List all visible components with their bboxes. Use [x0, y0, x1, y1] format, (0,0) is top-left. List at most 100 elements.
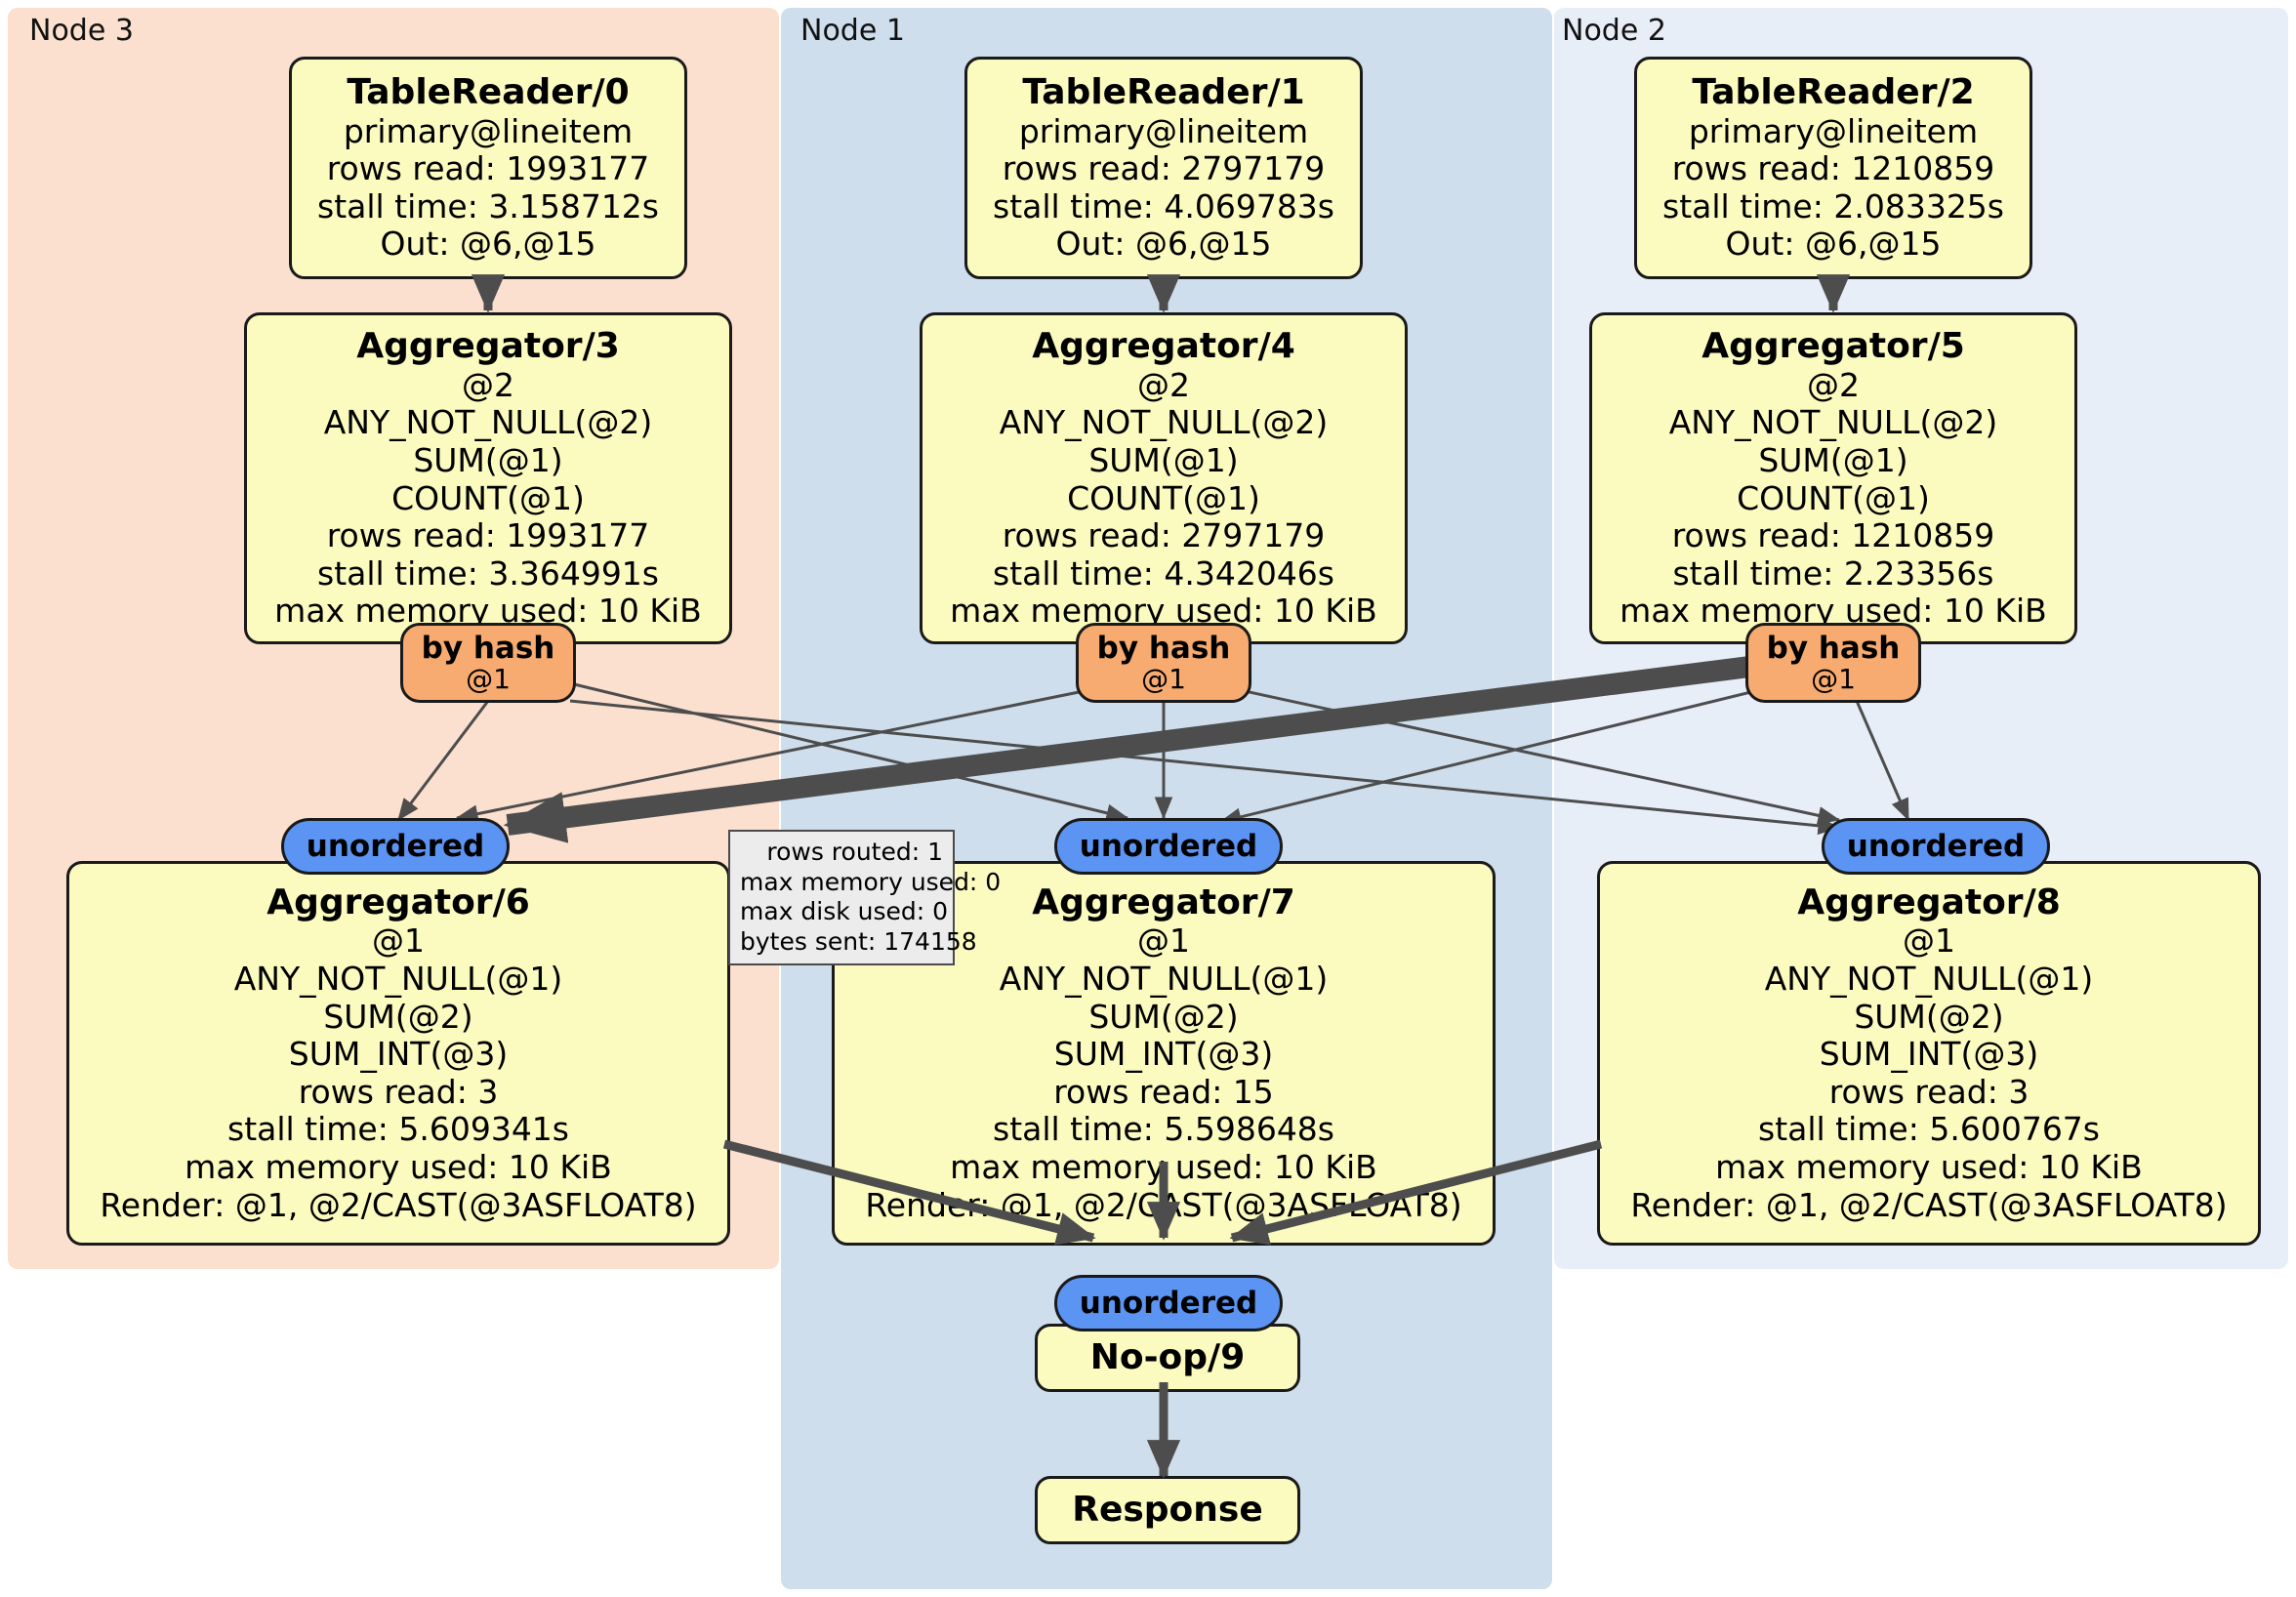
receiver-unordered-node2-label: unordered [1846, 828, 2026, 864]
receiver-unordered-final[interactable]: unordered [1054, 1275, 1283, 1331]
aggregator-6-func-3: SUM_INT(@3) [288, 1035, 509, 1074]
router-by-hash-node2-column: @1 [1811, 662, 1856, 695]
aggregator-4-title: Aggregator/4 [1032, 325, 1295, 366]
tooltip-rows-routed: rows routed: 1 [766, 838, 943, 866]
table-reader-1[interactable]: TableReader/1 primary@lineitem rows read… [964, 57, 1363, 279]
aggregator-6-func-2: SUM(@2) [323, 997, 473, 1036]
table-reader-0[interactable]: TableReader/0 primary@lineitem rows read… [289, 57, 687, 279]
aggregator-7-title: Aggregator/7 [1032, 881, 1295, 922]
table-reader-0-rows-read: rows read: 1993177 [326, 149, 650, 188]
receiver-unordered-node1-label: unordered [1079, 828, 1258, 864]
table-reader-0-table: primary@lineitem [343, 111, 634, 150]
table-reader-2-out: Out: @6,@15 [1725, 225, 1942, 264]
aggregator-5[interactable]: Aggregator/5 @2 ANY_NOT_NULL(@2) SUM(@1)… [1589, 312, 2077, 644]
router-by-hash-node1-label: by hash [1096, 630, 1231, 666]
router-by-hash-node3[interactable]: by hash @1 [400, 623, 576, 703]
aggregator-8-func-1: ANY_NOT_NULL(@1) [1764, 960, 2094, 999]
table-reader-0-title: TableReader/0 [347, 71, 630, 112]
aggregator-4-stall-time: stall time: 4.342046s [993, 553, 1334, 593]
node-region-label-node3: Node 3 [29, 14, 134, 48]
aggregator-4-rows-read: rows read: 2797179 [1002, 516, 1326, 555]
aggregator-4[interactable]: Aggregator/4 @2 ANY_NOT_NULL(@2) SUM(@1)… [920, 312, 1408, 644]
router-by-hash-node1-column: @1 [1141, 662, 1186, 695]
aggregator-6-render: Render: @1, @2/CAST(@3ASFLOAT8) [100, 1185, 697, 1224]
aggregator-6[interactable]: Aggregator/6 @1 ANY_NOT_NULL(@1) SUM(@2)… [66, 861, 730, 1246]
router-by-hash-node2-label: by hash [1766, 630, 1901, 666]
tooltip-bytes-sent: bytes sent: 174158 [740, 926, 977, 956]
node-region-label-node1: Node 1 [800, 14, 905, 48]
aggregator-3-func-1: ANY_NOT_NULL(@2) [323, 403, 653, 442]
aggregator-8-title: Aggregator/8 [1797, 881, 2061, 922]
aggregator-6-title: Aggregator/6 [266, 881, 530, 922]
aggregator-7-func-3: SUM_INT(@3) [1053, 1035, 1274, 1074]
stream-stats-tooltip: rows routed: 1 max memory used: 0 max di… [728, 830, 1002, 965]
aggregator-7-group: @1 [1137, 921, 1190, 961]
aggregator-7-rows-read: rows read: 15 [1053, 1072, 1274, 1111]
aggregator-7-render: Render: @1, @2/CAST(@3ASFLOAT8) [865, 1185, 1462, 1224]
router-by-hash-node2[interactable]: by hash @1 [1745, 623, 1921, 703]
aggregator-5-rows-read: rows read: 1210859 [1671, 516, 1995, 555]
aggregator-6-func-1: ANY_NOT_NULL(@1) [233, 960, 563, 999]
aggregator-5-func-1: ANY_NOT_NULL(@2) [1668, 403, 1998, 442]
aggregator-4-group: @2 [1137, 365, 1190, 404]
aggregator-3-title: Aggregator/3 [356, 325, 620, 366]
table-reader-1-table: primary@lineitem [1018, 111, 1309, 150]
table-reader-0-stall-time: stall time: 3.158712s [317, 186, 659, 225]
aggregator-8[interactable]: Aggregator/8 @1 ANY_NOT_NULL(@1) SUM(@2)… [1597, 861, 2261, 1246]
table-reader-1-rows-read: rows read: 2797179 [1002, 149, 1326, 188]
aggregator-4-func-3: COUNT(@1) [1067, 478, 1260, 517]
response-node-title: Response [1072, 1490, 1263, 1531]
aggregator-7-stall-time: stall time: 5.598648s [993, 1110, 1334, 1149]
table-reader-1-title: TableReader/1 [1022, 71, 1305, 112]
aggregator-5-group: @2 [1807, 365, 1860, 404]
table-reader-2-stall-time: stall time: 2.083325s [1662, 186, 2004, 225]
aggregator-3-func-3: COUNT(@1) [391, 478, 585, 517]
table-reader-2-table: primary@lineitem [1688, 111, 1979, 150]
aggregator-6-rows-read: rows read: 3 [298, 1072, 499, 1111]
table-reader-1-out: Out: @6,@15 [1055, 225, 1272, 264]
aggregator-4-func-2: SUM(@1) [1088, 440, 1239, 479]
aggregator-8-rows-read: rows read: 3 [1828, 1072, 2030, 1111]
aggregator-3-group: @2 [462, 365, 514, 404]
aggregator-5-func-2: SUM(@1) [1758, 440, 1908, 479]
table-reader-2-title: TableReader/2 [1692, 71, 1975, 112]
receiver-unordered-node1[interactable]: unordered [1054, 818, 1283, 875]
aggregator-7-max-memory: max memory used: 10 KiB [950, 1148, 1377, 1187]
receiver-unordered-node3[interactable]: unordered [281, 818, 510, 875]
aggregator-3-rows-read: rows read: 1993177 [326, 516, 650, 555]
no-op-9[interactable]: No-op/9 [1035, 1324, 1300, 1392]
router-by-hash-node3-label: by hash [421, 630, 555, 666]
receiver-unordered-node3-label: unordered [306, 828, 485, 864]
table-reader-2-rows-read: rows read: 1210859 [1671, 149, 1995, 188]
table-reader-1-stall-time: stall time: 4.069783s [993, 186, 1334, 225]
aggregator-8-max-memory: max memory used: 10 KiB [1715, 1148, 2143, 1187]
aggregator-8-func-3: SUM_INT(@3) [1819, 1035, 2039, 1074]
aggregator-8-func-2: SUM(@2) [1854, 997, 2004, 1036]
response-node[interactable]: Response [1035, 1476, 1300, 1544]
aggregator-5-title: Aggregator/5 [1702, 325, 1965, 366]
aggregator-7-func-1: ANY_NOT_NULL(@1) [999, 960, 1329, 999]
aggregator-5-stall-time: stall time: 2.23356s [1672, 553, 1994, 593]
tooltip-max-memory-used: max memory used: 0 [740, 867, 1002, 896]
aggregator-3[interactable]: Aggregator/3 @2 ANY_NOT_NULL(@2) SUM(@1)… [244, 312, 732, 644]
aggregator-6-group: @1 [372, 921, 425, 961]
aggregator-5-func-3: COUNT(@1) [1737, 478, 1930, 517]
aggregator-4-func-1: ANY_NOT_NULL(@2) [999, 403, 1329, 442]
receiver-unordered-node2[interactable]: unordered [1822, 818, 2050, 875]
router-by-hash-node3-column: @1 [466, 662, 511, 695]
table-reader-2[interactable]: TableReader/2 primary@lineitem rows read… [1634, 57, 2032, 279]
tooltip-max-disk-used: max disk used: 0 [740, 897, 949, 925]
aggregator-8-render: Render: @1, @2/CAST(@3ASFLOAT8) [1630, 1185, 2228, 1224]
table-reader-0-out: Out: @6,@15 [380, 225, 596, 264]
receiver-unordered-final-label: unordered [1079, 1285, 1258, 1321]
aggregator-6-max-memory: max memory used: 10 KiB [184, 1148, 612, 1187]
no-op-9-title: No-op/9 [1089, 1337, 1246, 1378]
aggregator-7-func-2: SUM(@2) [1088, 997, 1239, 1036]
aggregator-6-stall-time: stall time: 5.609341s [227, 1110, 569, 1149]
aggregator-3-func-2: SUM(@1) [413, 440, 563, 479]
aggregator-8-stall-time: stall time: 5.600767s [1758, 1110, 2100, 1149]
router-by-hash-node1[interactable]: by hash @1 [1076, 623, 1251, 703]
aggregator-8-group: @1 [1903, 921, 1955, 961]
node-region-label-node2: Node 2 [1562, 14, 1666, 48]
